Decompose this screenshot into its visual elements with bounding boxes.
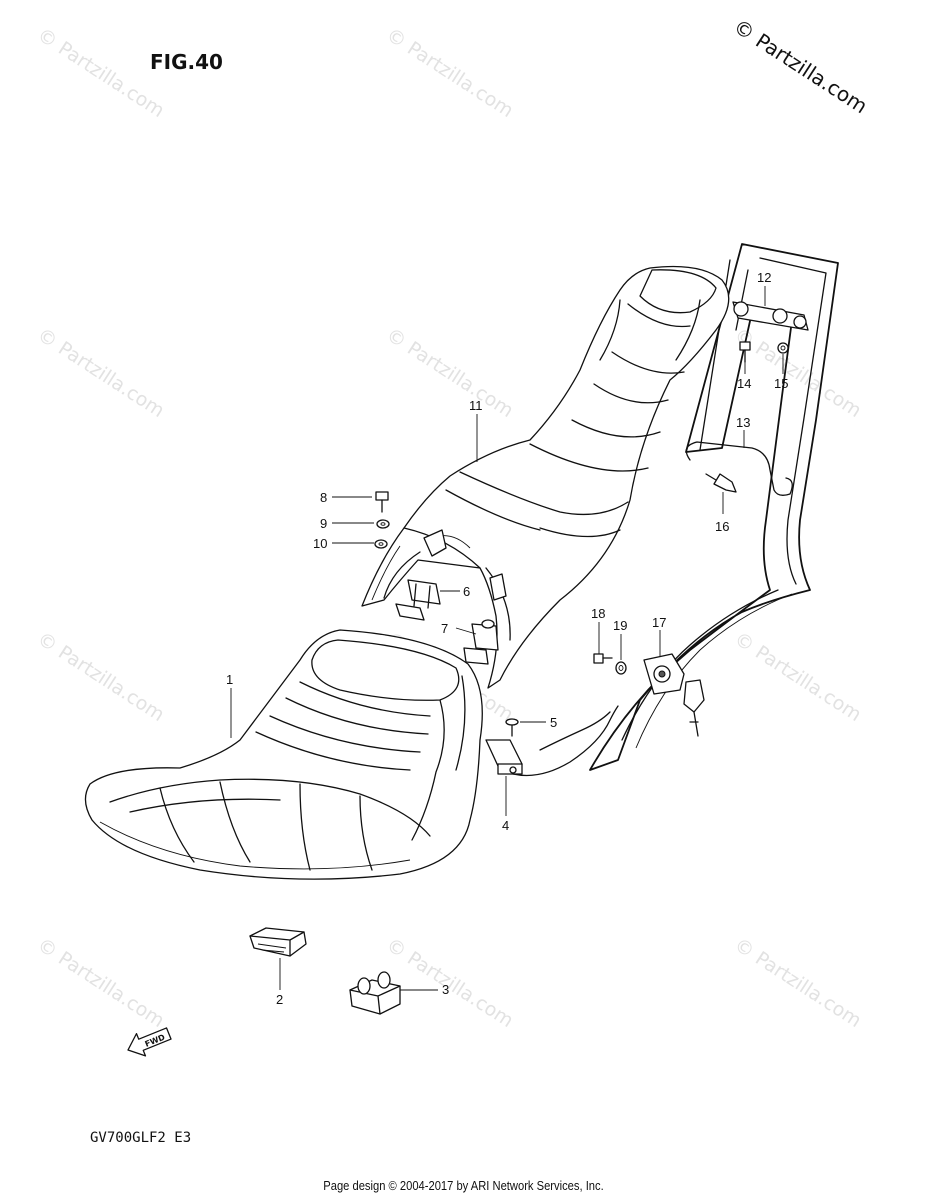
callout-5: 5 xyxy=(550,715,557,730)
rear-seat-part-11 xyxy=(361,265,730,689)
callout-10: 10 xyxy=(313,536,327,551)
hinge-part-7 xyxy=(463,619,499,665)
screw-part-5 xyxy=(505,718,519,737)
callout-19: 19 xyxy=(613,618,627,633)
front-seat-part-1 xyxy=(84,629,483,880)
watermark: © Partzilla.com xyxy=(382,324,517,422)
seat-lock-part-17 xyxy=(643,653,705,737)
watermark: © Partzilla.com xyxy=(730,324,865,422)
callout-16: 16 xyxy=(715,519,729,534)
watermark: © Partzilla.com xyxy=(730,628,865,726)
bolt-part-14 xyxy=(739,341,751,363)
callout-1: 1 xyxy=(226,672,233,687)
callout-9: 9 xyxy=(320,516,327,531)
partzilla-copyright-mark: © Partzilla.com xyxy=(729,14,872,118)
callout-7: 7 xyxy=(441,621,448,636)
watermark: © Partzilla.com xyxy=(33,628,168,726)
bracket-part-4 xyxy=(485,705,619,777)
washer-part-19 xyxy=(615,661,627,675)
wire-part-13 xyxy=(685,441,793,496)
screw-part-8 xyxy=(375,491,389,513)
page-footer: Page design © 2004-2017 by ARI Network S… xyxy=(323,1178,604,1193)
model-code: GV700GLF2 E3 xyxy=(90,1130,191,1146)
forward-direction-arrow: FWD xyxy=(127,1027,172,1057)
callout-6: 6 xyxy=(463,584,470,599)
callouts: 1 2 3 4 5 6 7 8 9 10 11 12 13 14 15 16 1 xyxy=(226,270,788,1007)
watermark: © Partzilla.com xyxy=(33,24,168,122)
watermark: © Partzilla.com xyxy=(33,934,168,1032)
figure-label: FIG.40 xyxy=(150,50,223,74)
callout-13: 13 xyxy=(736,415,750,430)
seat-lock-cable xyxy=(539,711,611,751)
screw-part-18 xyxy=(593,653,613,664)
cushion-part-3 xyxy=(349,971,401,1015)
rear-seat-hooks xyxy=(423,529,507,601)
hinge-part-6 xyxy=(395,579,441,621)
callout-2: 2 xyxy=(276,992,283,1007)
callout-8: 8 xyxy=(320,490,327,505)
washer-part-9 xyxy=(376,519,390,529)
callout-18: 18 xyxy=(591,606,605,621)
cushion-part-2 xyxy=(249,927,307,957)
callout-12: 12 xyxy=(757,270,771,285)
fwd-label: FWD xyxy=(144,1033,167,1049)
callout-11: 11 xyxy=(469,398,483,413)
bolt-part-16 xyxy=(705,473,737,493)
callout-14: 14 xyxy=(737,376,751,391)
callout-4: 4 xyxy=(502,818,509,833)
nut-part-15 xyxy=(777,342,789,354)
callout-15: 15 xyxy=(774,376,788,391)
backrest-frame xyxy=(589,243,839,771)
bracket-part-12 xyxy=(732,301,809,331)
watermark: © Partzilla.com xyxy=(382,934,517,1032)
watermark: © Partzilla.com xyxy=(730,934,865,1032)
watermark: © Partzilla.com xyxy=(382,24,517,122)
callout-17: 17 xyxy=(652,615,666,630)
watermark: © Partzilla.com xyxy=(33,324,168,422)
washer-part-10 xyxy=(374,539,388,549)
callout-3: 3 xyxy=(442,982,449,997)
